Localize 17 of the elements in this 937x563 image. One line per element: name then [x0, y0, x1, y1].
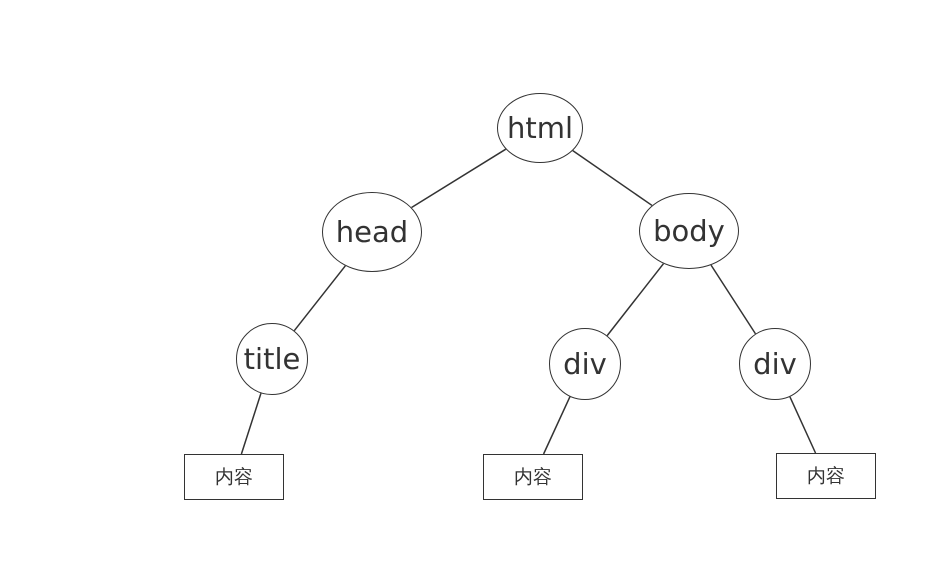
ellipse-node: head [322, 192, 422, 272]
ellipse-node: div [739, 328, 811, 400]
connector-line [240, 393, 262, 454]
content-box: 内容 [776, 453, 876, 499]
connector-line [789, 396, 816, 454]
connector-line [710, 264, 756, 334]
connector-line [542, 396, 571, 454]
connector-line [572, 150, 652, 206]
content-box: 内容 [184, 454, 284, 500]
connector-line [294, 265, 346, 332]
content-box: 内容 [483, 454, 583, 500]
ellipse-node: html [497, 93, 583, 163]
ellipse-node: div [549, 328, 621, 400]
ellipse-node: body [639, 193, 739, 269]
connector-line [606, 263, 664, 336]
ellipse-node: title [236, 323, 308, 395]
connector-line [411, 148, 506, 208]
